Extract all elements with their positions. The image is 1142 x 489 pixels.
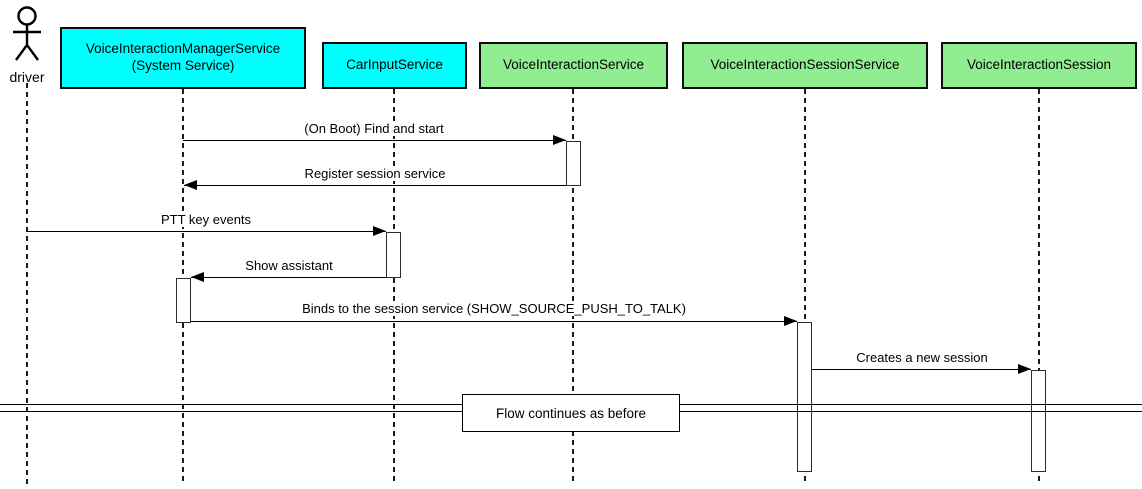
participant-label: CarInputService — [346, 57, 443, 73]
stick-figure-icon — [13, 6, 41, 61]
participant-voiceinteractionservice: VoiceInteractionService — [479, 42, 668, 89]
participant-label: VoiceInteractionSessionService — [710, 57, 900, 73]
message-label-on-boot-find-and-start: (On Boot) Find and start — [301, 121, 447, 136]
activation-voiceinteractionsession — [1031, 370, 1046, 472]
arrowhead-left-icon — [191, 271, 204, 282]
participant-label: VoiceInteractionService — [502, 57, 645, 73]
lifeline-voiceinteractionsession — [1038, 89, 1040, 485]
message-arrow-binds-to-session-service — [191, 315, 797, 326]
arrowhead-right-icon — [1018, 363, 1031, 374]
message-label-ptt-key-events: PTT key events — [157, 212, 255, 227]
arrowhead-left-icon — [184, 179, 197, 190]
message-arrow-show-assistant — [191, 271, 387, 282]
actor-label: driver — [9, 69, 45, 85]
message-label-creates-a-new-session: Creates a new session — [853, 350, 991, 365]
separator-label: Flow continues as before — [495, 405, 647, 421]
participant-voiceinteractionsessionservice: VoiceInteractionSessionService — [682, 42, 928, 89]
activation-voiceinteractionservice — [566, 141, 581, 186]
actor-driver: driver — [6, 5, 48, 85]
message-label-binds-to-session-service: Binds to the session service (SHOW_SOURC… — [299, 301, 689, 316]
participant-voiceinteractionmanagerservice: VoiceInteractionManagerService (System S… — [60, 27, 306, 89]
message-arrow-ptt-key-events — [27, 225, 386, 236]
arrowhead-right-icon — [373, 225, 386, 236]
participant-voiceinteractionsession: VoiceInteractionSession — [941, 42, 1137, 89]
message-arrow-creates-a-new-session — [812, 363, 1031, 374]
participant-label-line2: (System Service) — [131, 58, 235, 73]
participant-carinputservice: CarInputService — [322, 42, 467, 89]
separator-flow-continues: Flow continues as before — [462, 394, 680, 432]
message-label-register-session-service: Register session service — [301, 166, 449, 181]
activation-voiceinteractionsessionservice — [797, 322, 812, 472]
lifeline-voiceinteractionservice — [572, 89, 574, 485]
activation-carinputservice — [386, 232, 401, 278]
arrowhead-right-icon — [553, 134, 566, 145]
message-arrow-on-boot-find-and-start — [183, 134, 566, 145]
activation-voiceinteractionmanagerservice — [176, 278, 191, 323]
arrowhead-right-icon — [784, 315, 797, 326]
participant-label: VoiceInteractionSession — [966, 57, 1112, 73]
participant-label: VoiceInteractionManagerService — [85, 41, 281, 57]
message-label-show-assistant: Show assistant — [242, 258, 336, 273]
message-arrow-register-session-service — [184, 179, 566, 190]
lifeline-carinputservice — [393, 89, 395, 485]
lifeline-voiceinteractionsessionservice — [804, 89, 806, 485]
lifeline-driver — [26, 83, 28, 485]
